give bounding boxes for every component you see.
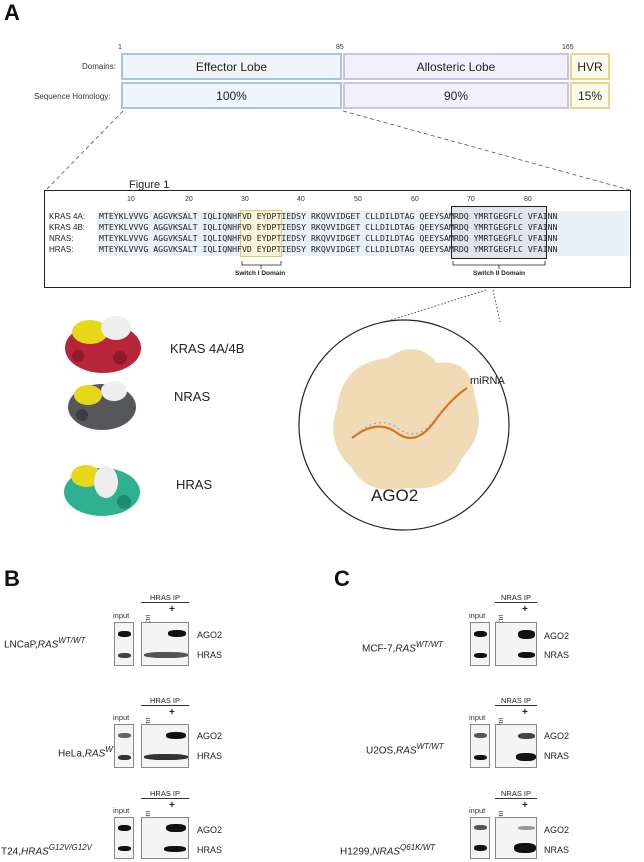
ago2-label: AGO2 <box>371 486 419 505</box>
c1-band-ago2: AGO2 <box>544 631 570 641</box>
homology-allosteric: 90% <box>343 82 569 109</box>
c3-plus-label: + <box>522 800 528 811</box>
seq-label-hras: HRAS: <box>49 245 74 254</box>
b1-plus-label: + <box>169 604 175 615</box>
c3-cell-line: H1299,NRASQ61K/WT <box>340 843 436 858</box>
domain-effector-lobe: Effector Lobe <box>121 53 342 80</box>
seq-kras4b: MTEYKLVVVG AGGVKSALT IQLIQNHFVD EYDPTIED… <box>99 222 558 232</box>
ruler-20: 20 <box>185 196 193 203</box>
b3-plus-label: + <box>169 800 175 811</box>
position-1: 1 <box>118 44 122 51</box>
domains-row-label: Domains: <box>82 62 116 71</box>
ruler-10: 10 <box>127 196 135 203</box>
domain-hvr: HVR <box>570 53 610 80</box>
panel-c-letter: C <box>334 566 350 591</box>
ruler-30: 30 <box>241 196 249 203</box>
switch-brackets <box>241 261 546 269</box>
seq-label-nras: NRAS: <box>49 234 74 243</box>
c2-plus-label: + <box>522 707 528 718</box>
domain-allosteric-lobe: Allosteric Lobe <box>343 53 569 80</box>
c1-input-blot <box>470 622 490 666</box>
c3-band-ago2: AGO2 <box>544 825 570 835</box>
b1-cell-line: LNCaP,RASWT/WT <box>4 636 86 651</box>
switch-2-highlight <box>451 206 547 259</box>
alignment-box: Figure 1 10 20 30 40 50 60 70 80 KRAS 4A… <box>44 179 631 288</box>
c2-ip-header: NRAS IP <box>495 696 537 706</box>
position-85: 85 <box>336 44 344 51</box>
c2-ip-blot <box>495 724 537 768</box>
c2-band-nras: NRAS <box>544 751 570 761</box>
seq-label-kras4b: KRAS 4B: <box>49 223 86 232</box>
figure-caption: Figure 1 <box>129 179 170 191</box>
c3-input-blot <box>470 817 490 859</box>
hras-structure <box>64 465 140 516</box>
c1-ip-header: NRAS IP <box>495 593 537 603</box>
seq-label-kras4a: KRAS 4A: <box>49 212 86 221</box>
b1-ip-blot <box>141 622 189 666</box>
b1-input-blot <box>114 622 134 666</box>
b3-input-label: input <box>113 806 130 815</box>
c1-input-label: input <box>469 611 486 620</box>
b2-plus-label: + <box>169 707 175 718</box>
b3-cell-line: T24,HRASG12V/G12V <box>1 843 92 858</box>
b1-input-label: input <box>113 611 130 620</box>
switch-2-label: Switch II Domain <box>473 270 526 277</box>
switch-1-label: Switch I Domain <box>235 270 286 277</box>
ruler-70: 70 <box>467 196 475 203</box>
homology-row-label: Sequence Homology: <box>34 92 111 101</box>
c3-input-label: input <box>469 806 486 815</box>
c1-band-nras: NRAS <box>544 650 570 660</box>
b1-ip-header: HRAS IP <box>141 593 189 603</box>
b2-band-ago2: AGO2 <box>197 731 223 741</box>
panel-b-letter: B <box>4 566 20 591</box>
panel-a-letter: A <box>4 0 20 25</box>
structure-label-nras: NRAS <box>174 389 211 404</box>
c1-ip-blot <box>495 622 537 666</box>
c1-plus-label: + <box>522 604 528 615</box>
ruler-80: 80 <box>524 196 532 203</box>
seq-nras: MTEYKLVVVG AGGVKSALT IQLIQNHFVD EYDPTIED… <box>99 233 558 243</box>
nras-structure <box>68 381 136 430</box>
c3-ip-header: NRAS IP <box>495 789 537 799</box>
b2-band-hras: HRAS <box>197 751 223 761</box>
homology-effector: 100% <box>121 82 342 109</box>
switch-1-highlight <box>240 210 282 257</box>
homology-hvr: 15% <box>570 82 610 109</box>
c3-band-nras: NRAS <box>544 845 570 855</box>
ruler-40: 40 <box>297 196 305 203</box>
kras-structure <box>65 316 141 373</box>
b2-ip-header: HRAS IP <box>141 696 189 706</box>
b2-input-label: input <box>113 713 130 722</box>
c1-cell-line: MCF-7,RASWT/WT <box>362 640 444 655</box>
seq-hras: MTEYKLVVVG AGGVKSALT IQLIQNHFVD EYDPTIED… <box>99 244 558 254</box>
b3-band-ago2: AGO2 <box>197 825 223 835</box>
c2-band-ago2: AGO2 <box>544 731 570 741</box>
b3-band-hras: HRAS <box>197 845 223 855</box>
c2-input-blot <box>470 724 490 768</box>
b3-ip-blot <box>141 817 189 859</box>
structure-label-kras: KRAS 4A/4B <box>170 341 245 356</box>
b1-band-hras: HRAS <box>197 650 223 660</box>
b3-ip-header: HRAS IP <box>141 789 189 799</box>
structure-label-hras: HRAS <box>176 477 213 492</box>
mirna-label: miRNA <box>470 375 505 387</box>
c2-cell-line: U2OS,RASWT/WT <box>366 742 444 757</box>
b3-input-blot <box>114 817 134 859</box>
position-165: 165 <box>562 44 574 51</box>
b1-band-ago2: AGO2 <box>197 630 223 640</box>
c2-input-label: input <box>469 713 486 722</box>
b2-ip-blot <box>141 724 189 768</box>
b2-input-blot <box>114 724 134 768</box>
seq-kras4a: MTEYKLVVVG AGGVKSALT IQLIQNHFVD EYDPTIED… <box>99 211 558 221</box>
c3-ip-blot <box>495 817 537 859</box>
ruler-60: 60 <box>411 196 419 203</box>
ago2-structure <box>298 319 510 531</box>
ruler-50: 50 <box>354 196 362 203</box>
